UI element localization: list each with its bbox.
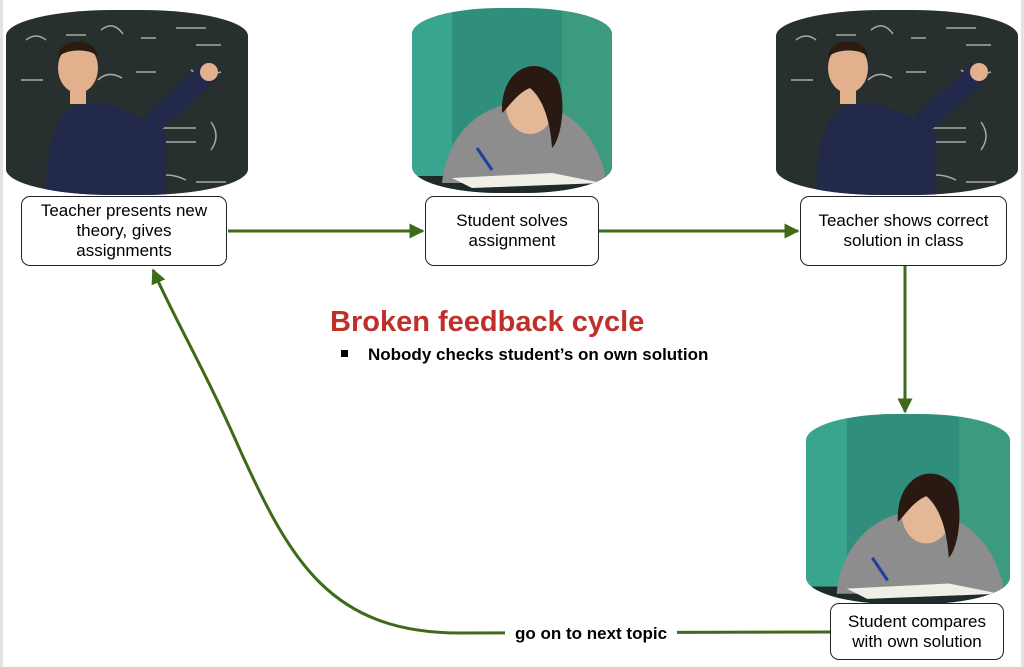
student-writing-at-desk-icon xyxy=(412,8,612,193)
student-writing-at-desk-icon xyxy=(806,414,1010,604)
node-label: Student compares with own solution xyxy=(848,611,986,651)
node-label: Teacher presents new theory, gives assig… xyxy=(40,201,208,260)
student-photo xyxy=(412,8,612,193)
left-edge xyxy=(0,0,3,667)
bullet-point: Nobody checks student’s on own solution xyxy=(341,345,708,365)
teacher-at-chalkboard-icon xyxy=(776,10,1018,195)
loop-arrow-label: go on to next topic xyxy=(505,624,678,644)
node-label: Student solves assignment xyxy=(456,211,568,250)
right-edge xyxy=(1021,0,1024,667)
bullet-square-icon xyxy=(341,350,348,357)
arrow-loop-back xyxy=(151,268,831,635)
node-student-compares: Student compares with own solution xyxy=(830,603,1004,660)
student-photo xyxy=(806,414,1010,604)
bullet-text: Nobody checks student’s on own solution xyxy=(368,345,709,364)
teacher-at-chalkboard-icon xyxy=(6,10,248,195)
node-teacher-shows: Teacher shows correct solution in class xyxy=(800,196,1007,266)
teacher-photo xyxy=(776,10,1018,195)
node-student-solves: Student solves assignment xyxy=(425,196,599,266)
node-label: Teacher shows correct solution in class xyxy=(818,211,989,250)
diagram-title: Broken feedback cycle xyxy=(330,306,645,338)
teacher-photo xyxy=(6,10,248,195)
node-teacher-presents: Teacher presents new theory, gives assig… xyxy=(21,196,227,266)
